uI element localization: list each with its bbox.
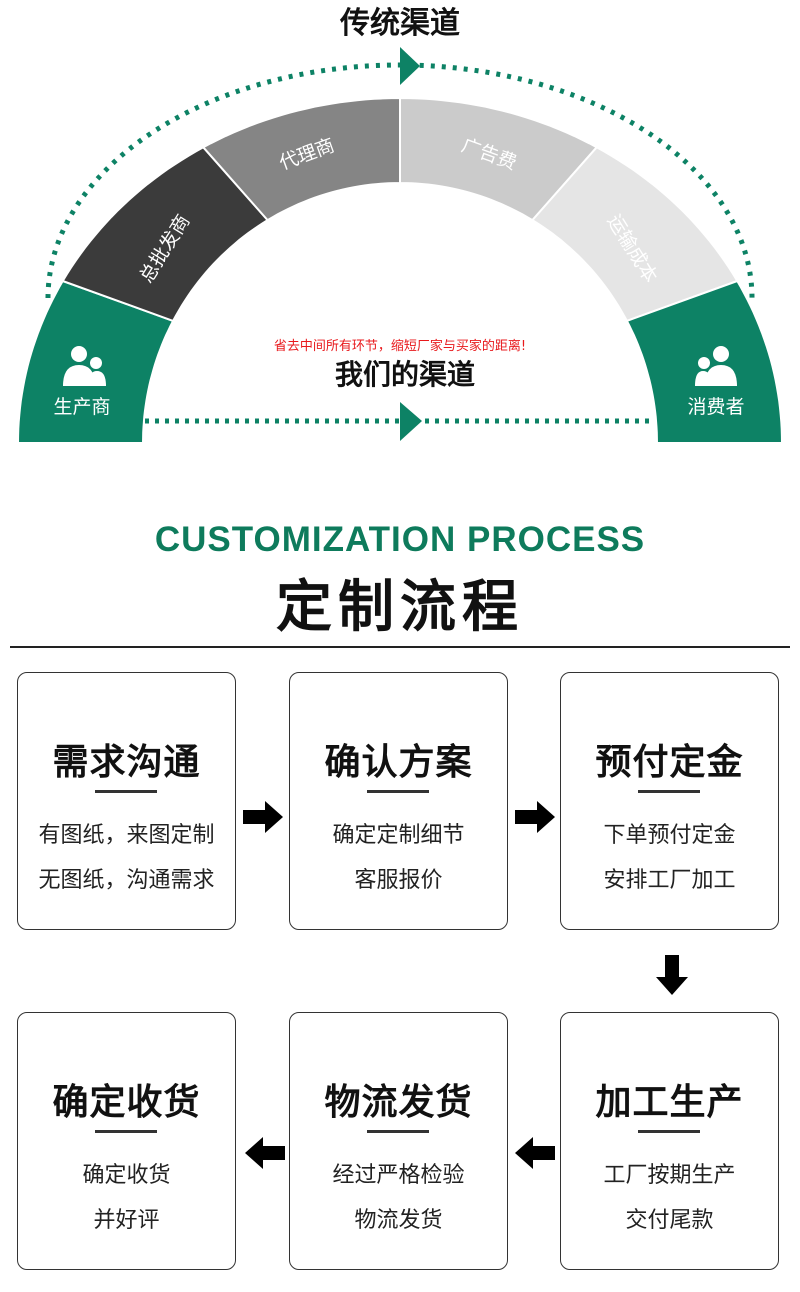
step-desc-2: 安排工厂加工	[603, 868, 736, 893]
step-desc-1: 工厂按期生产	[603, 1163, 736, 1188]
step-underline	[638, 790, 700, 793]
arrow-right-icon	[515, 801, 555, 833]
step-title: 加工生产	[595, 1082, 744, 1123]
step-card-6: 确定收货 确定收货 并好评	[17, 1012, 236, 1270]
step-underline	[367, 1130, 429, 1133]
step-title: 确认方案	[324, 742, 473, 783]
process-title-cn: 定制流程	[276, 574, 524, 640]
step-desc-1: 下单预付定金	[603, 823, 736, 848]
channel-diagram: 传统渠道 省去中间所有环节，缩短厂家与买家的距离! 我们的渠道 生产商 消费者 …	[16, 6, 784, 444]
step-underline	[638, 1130, 700, 1133]
consumer-label: 消费者	[687, 396, 744, 418]
our-arrow-icon	[400, 402, 422, 441]
producer-people-icon	[63, 346, 106, 386]
step-desc-1: 有图纸，来图定制	[38, 823, 215, 848]
step-title: 物流发货	[324, 1082, 473, 1123]
arrow-left-icon	[515, 1137, 555, 1169]
arrow-down-icon	[656, 955, 688, 995]
step-title: 预付定金	[595, 742, 744, 783]
step-desc-2: 物流发货	[354, 1208, 443, 1233]
step-title: 确定收货	[52, 1082, 201, 1123]
arrow-left-icon	[245, 1137, 285, 1169]
step-desc-1: 确定收货	[82, 1163, 171, 1188]
step-desc-1: 确定定制细节	[332, 823, 465, 848]
step-title: 需求沟通	[52, 742, 201, 783]
producer-label: 生产商	[53, 396, 110, 418]
step-desc-2: 交付尾款	[625, 1208, 714, 1233]
divider	[10, 646, 790, 648]
step-underline	[95, 790, 157, 793]
traditional-arrow-icon	[400, 47, 420, 85]
step-card-2: 确认方案 确定定制细节 客服报价	[289, 672, 508, 930]
step-desc-2: 并好评	[93, 1208, 160, 1233]
step-card-5: 物流发货 经过严格检验 物流发货	[289, 1012, 508, 1270]
traditional-channel-title: 传统渠道	[339, 6, 460, 41]
process-title-en: CUSTOMIZATION PROCESS	[154, 520, 646, 559]
step-desc-2: 客服报价	[354, 868, 443, 893]
consumer-people-icon	[695, 346, 737, 386]
slogan-text: 省去中间所有环节，缩短厂家与买家的距离!	[274, 338, 526, 354]
arrow-right-icon	[243, 801, 283, 833]
our-channel-title: 我们的渠道	[335, 358, 475, 391]
step-desc-1: 经过严格检验	[332, 1163, 465, 1188]
step-card-1: 需求沟通 有图纸，来图定制 无图纸，沟通需求	[17, 672, 236, 930]
step-card-4: 加工生产 工厂按期生产 交付尾款	[560, 1012, 779, 1270]
step-desc-2: 无图纸，沟通需求	[38, 868, 215, 893]
step-underline	[95, 1130, 157, 1133]
step-underline	[367, 790, 429, 793]
step-card-3: 预付定金 下单预付定金 安排工厂加工	[560, 672, 779, 930]
